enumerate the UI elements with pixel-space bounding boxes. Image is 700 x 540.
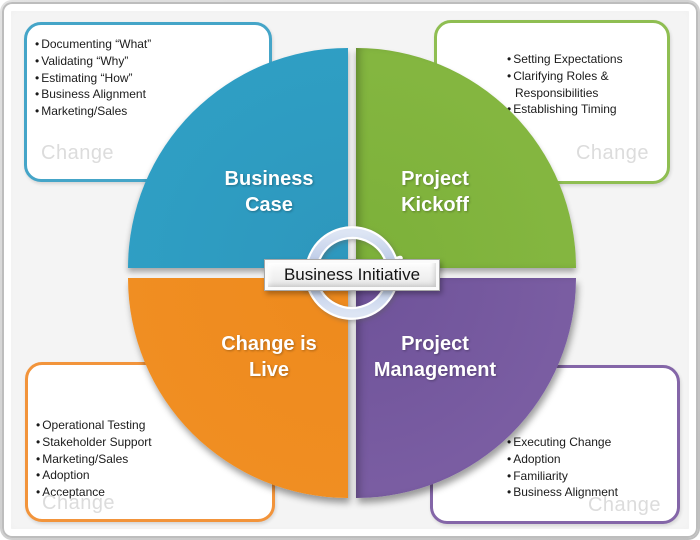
bullet-item: Establishing Timing xyxy=(507,101,659,118)
bullet-item: Business Alignment xyxy=(35,86,259,103)
bullet-item: Validating “Why” xyxy=(35,53,259,70)
bullet-item: Marketing/Sales xyxy=(35,103,259,120)
quadrant-title-business-case: Business Case xyxy=(224,168,314,216)
quadrant-title-project-management: Project Management xyxy=(373,333,497,381)
bullet-item: Acceptance xyxy=(36,484,262,501)
watermark-change: Change xyxy=(587,494,661,516)
bullet-item: Estimating “How” xyxy=(35,70,259,87)
bullet-item: Operational Testing xyxy=(36,417,262,434)
bullet-item: Adoption xyxy=(36,467,262,484)
bullet-item: Documenting “What” xyxy=(35,36,259,53)
bullet-item: Marketing/Sales xyxy=(36,451,262,468)
quadrant-title-project-kickoff: Project Kickoff xyxy=(401,168,469,216)
callout-project-management-list: Executing ChangeAdoptionFamiliarityBusin… xyxy=(507,434,669,501)
bullet-item: Setting Expectations xyxy=(507,51,659,68)
bullet-item: Familiarity xyxy=(507,468,669,485)
callout-business-case-list: Documenting “What”Validating “Why”Estima… xyxy=(35,36,259,120)
watermark-change: Change xyxy=(42,492,116,514)
center-label: Business Initiative xyxy=(264,259,440,291)
watermark-change: Change xyxy=(575,142,649,164)
bullet-item: Stakeholder Support xyxy=(36,434,262,451)
watermark-change: Change xyxy=(41,142,115,164)
bullet-item: Business Alignment xyxy=(507,484,669,501)
callout-change-is-live-list: Operational TestingStakeholder SupportMa… xyxy=(36,417,262,501)
quadrant-title-change-is-live: Change is Live xyxy=(221,333,317,381)
bullet-item: Clarifying Roles & Responsibilities xyxy=(507,68,659,102)
bullet-item: Executing Change xyxy=(507,434,669,451)
callout-project-kickoff-list: Setting ExpectationsClarifying Roles & R… xyxy=(507,51,659,118)
bullet-item: Adoption xyxy=(507,451,669,468)
